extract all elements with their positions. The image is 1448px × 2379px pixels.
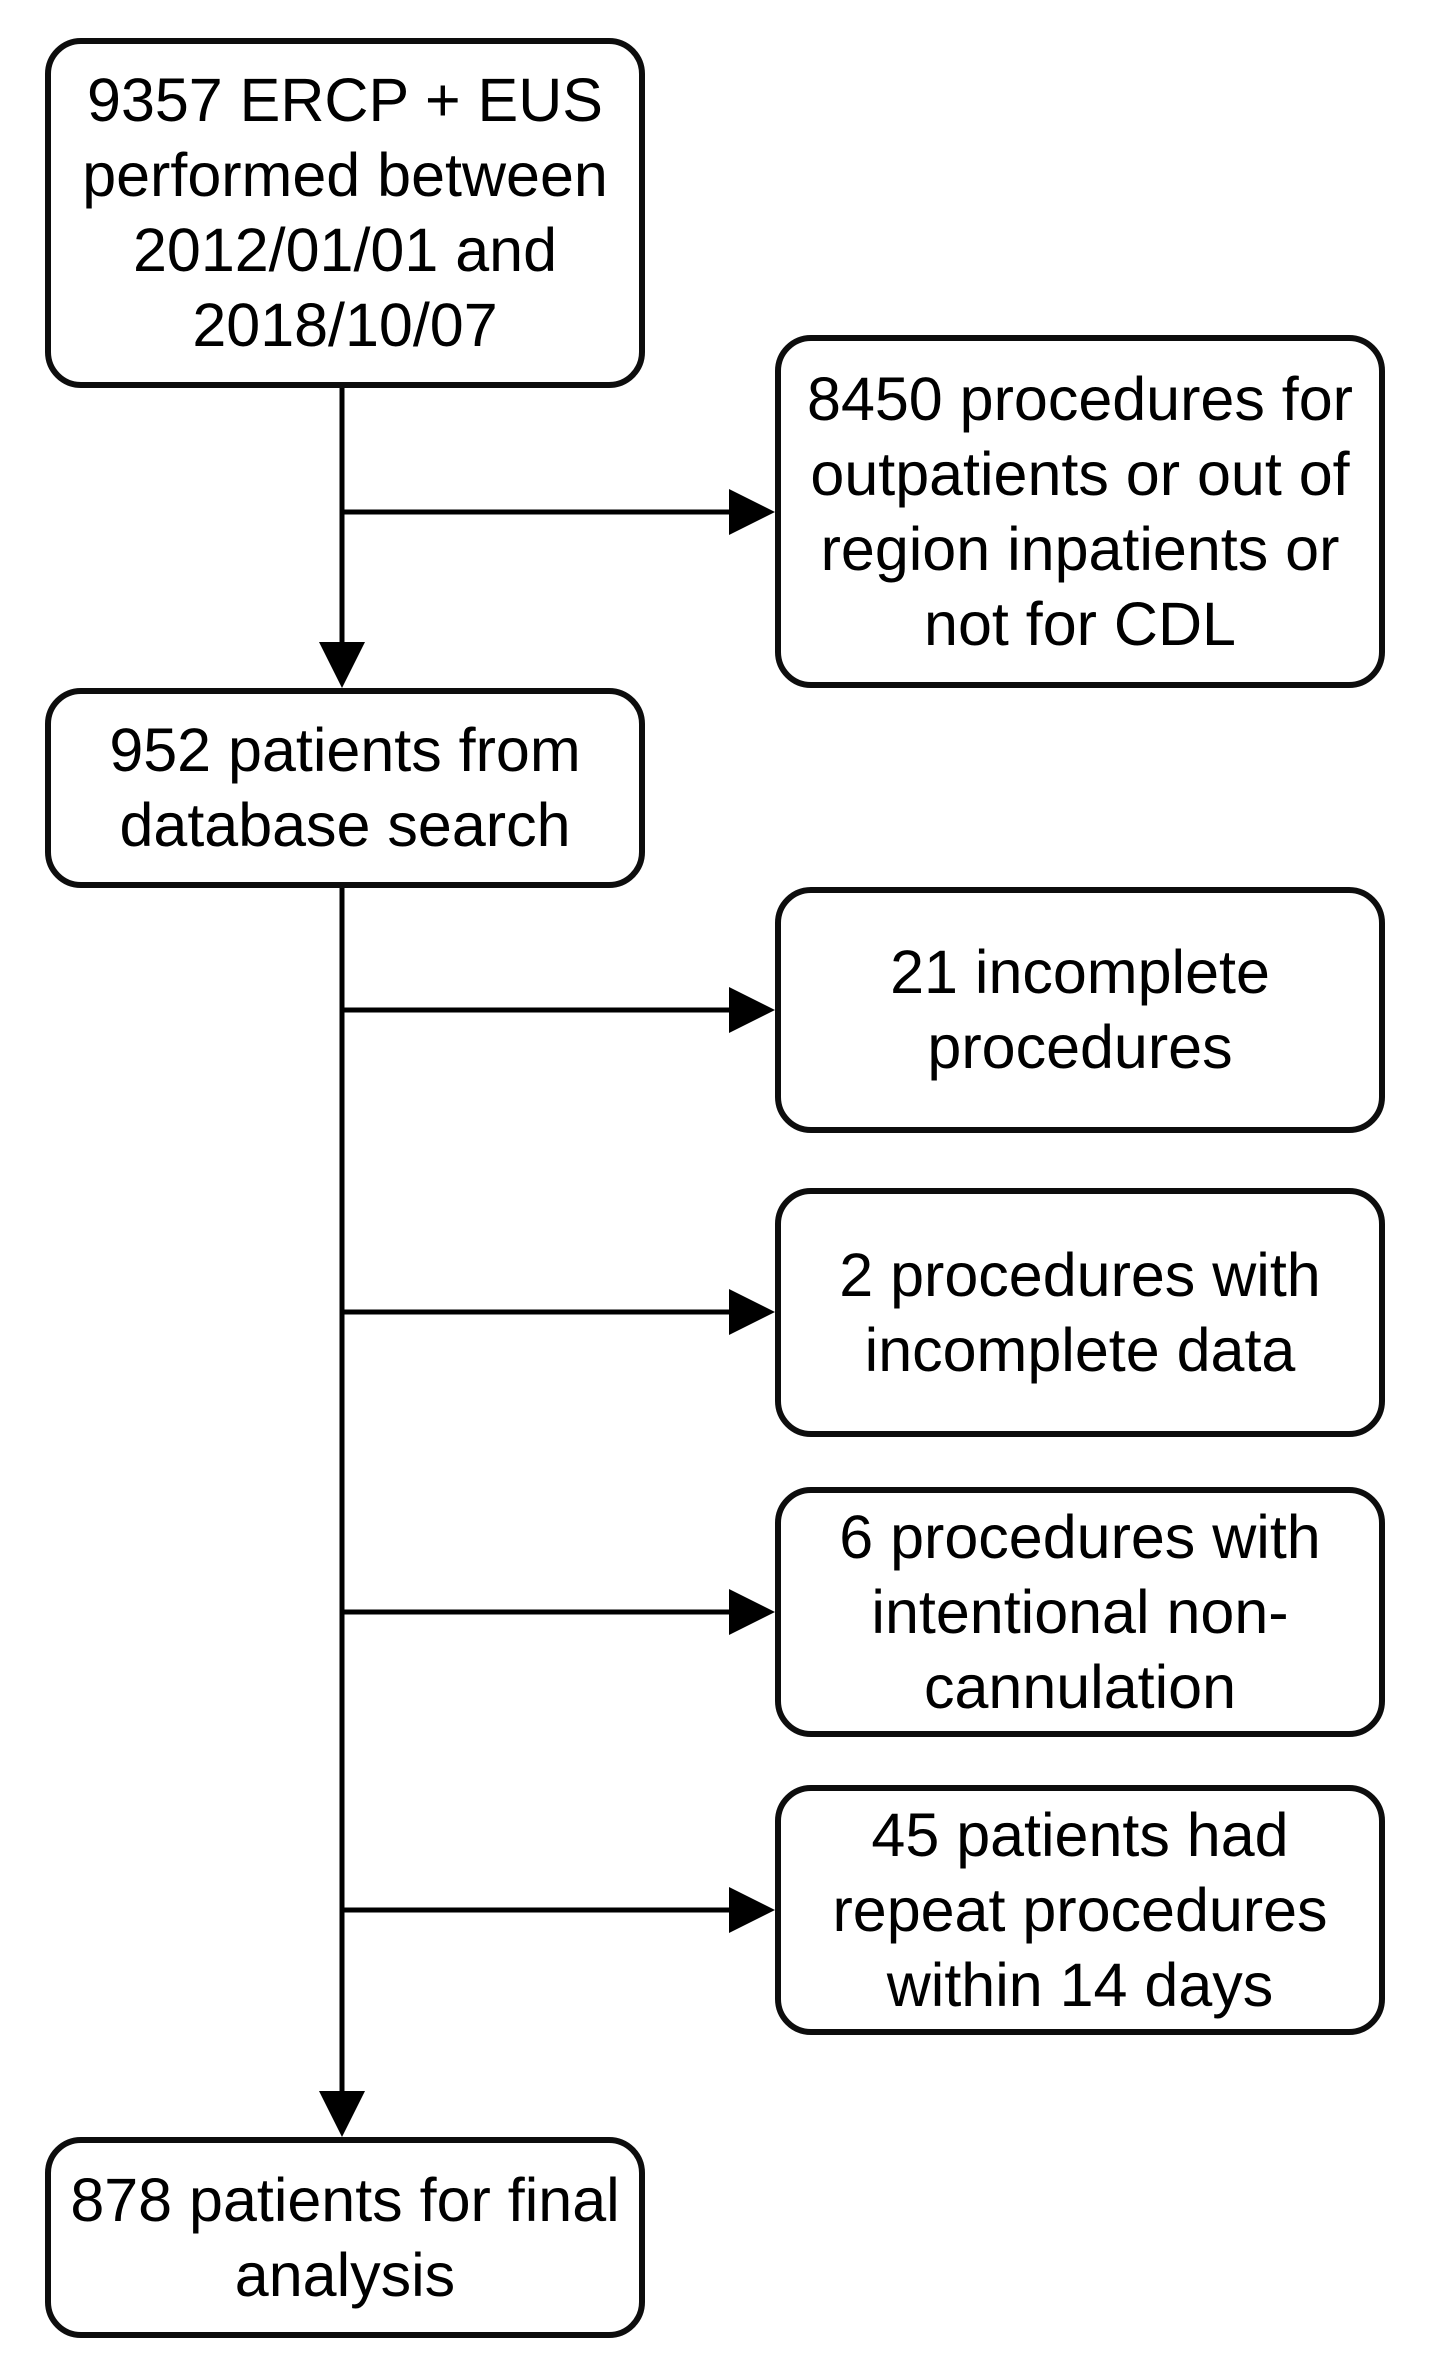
node-text-line: outpatients or out of (810, 439, 1350, 508)
node-text-line: 6 procedures with (839, 1502, 1321, 1571)
arrow-database-to-final-head (319, 2091, 365, 2137)
node-text-line: 45 patients had (871, 1800, 1289, 1869)
flow-node-final-analysis: 878 patients for final analysis (45, 2137, 645, 2338)
node-text-line: not for CDL (924, 589, 1236, 658)
branch-outpatients-head (729, 489, 775, 535)
node-text-line: within 14 days (886, 1950, 1274, 2019)
node-text-line: 2018/10/07 (192, 291, 498, 359)
node-text-line: analysis (234, 2240, 456, 2309)
branch-repeat-procedures-head (729, 1887, 775, 1933)
node-text-line: 878 patients for final (70, 2165, 620, 2234)
node-text-line: performed between (82, 141, 608, 209)
exclusion-node-intentional-non-cannulation: 6 procedures with intentional non- cannu… (775, 1487, 1385, 1737)
node-text-line: database search (119, 791, 571, 859)
node-text-line: cannulation (923, 1652, 1237, 1721)
exclusion-node-incomplete-procedures: 21 incomplete procedures (775, 887, 1385, 1133)
node-text-line: 21 incomplete (890, 938, 1270, 1006)
node-text-line: 2012/01/01 and (132, 216, 558, 284)
node-text-line: 952 patients from (109, 716, 581, 784)
node-text-line: intentional non- (871, 1577, 1289, 1646)
node-text-line: procedures (927, 1013, 1233, 1081)
branch-non-cannulation-head (729, 1589, 775, 1635)
node-text-line: repeat procedures (832, 1875, 1328, 1944)
node-text-line: 2 procedures with (839, 1240, 1321, 1309)
node-text-line: 8450 procedures for (807, 364, 1353, 433)
branch-incomplete-procedures-head (729, 987, 775, 1033)
flow-node-database-search: 952 patients from database search (45, 688, 645, 888)
branch-incomplete-data-head (729, 1289, 775, 1335)
node-text-line: incomplete data (864, 1315, 1296, 1384)
arrow-start-to-database-head (319, 642, 365, 688)
flow-node-start: 9357 ERCP + EUS performed between 2012/0… (45, 38, 645, 388)
exclusion-node-outpatients: 8450 procedures for outpatients or out o… (775, 335, 1385, 688)
exclusion-node-incomplete-data: 2 procedures with incomplete data (775, 1188, 1385, 1437)
node-text-line: region inpatients or (820, 514, 1340, 583)
node-text-line: 9357 ERCP + EUS (87, 66, 603, 134)
exclusion-node-repeat-procedures: 45 patients had repeat procedures within… (775, 1785, 1385, 2035)
